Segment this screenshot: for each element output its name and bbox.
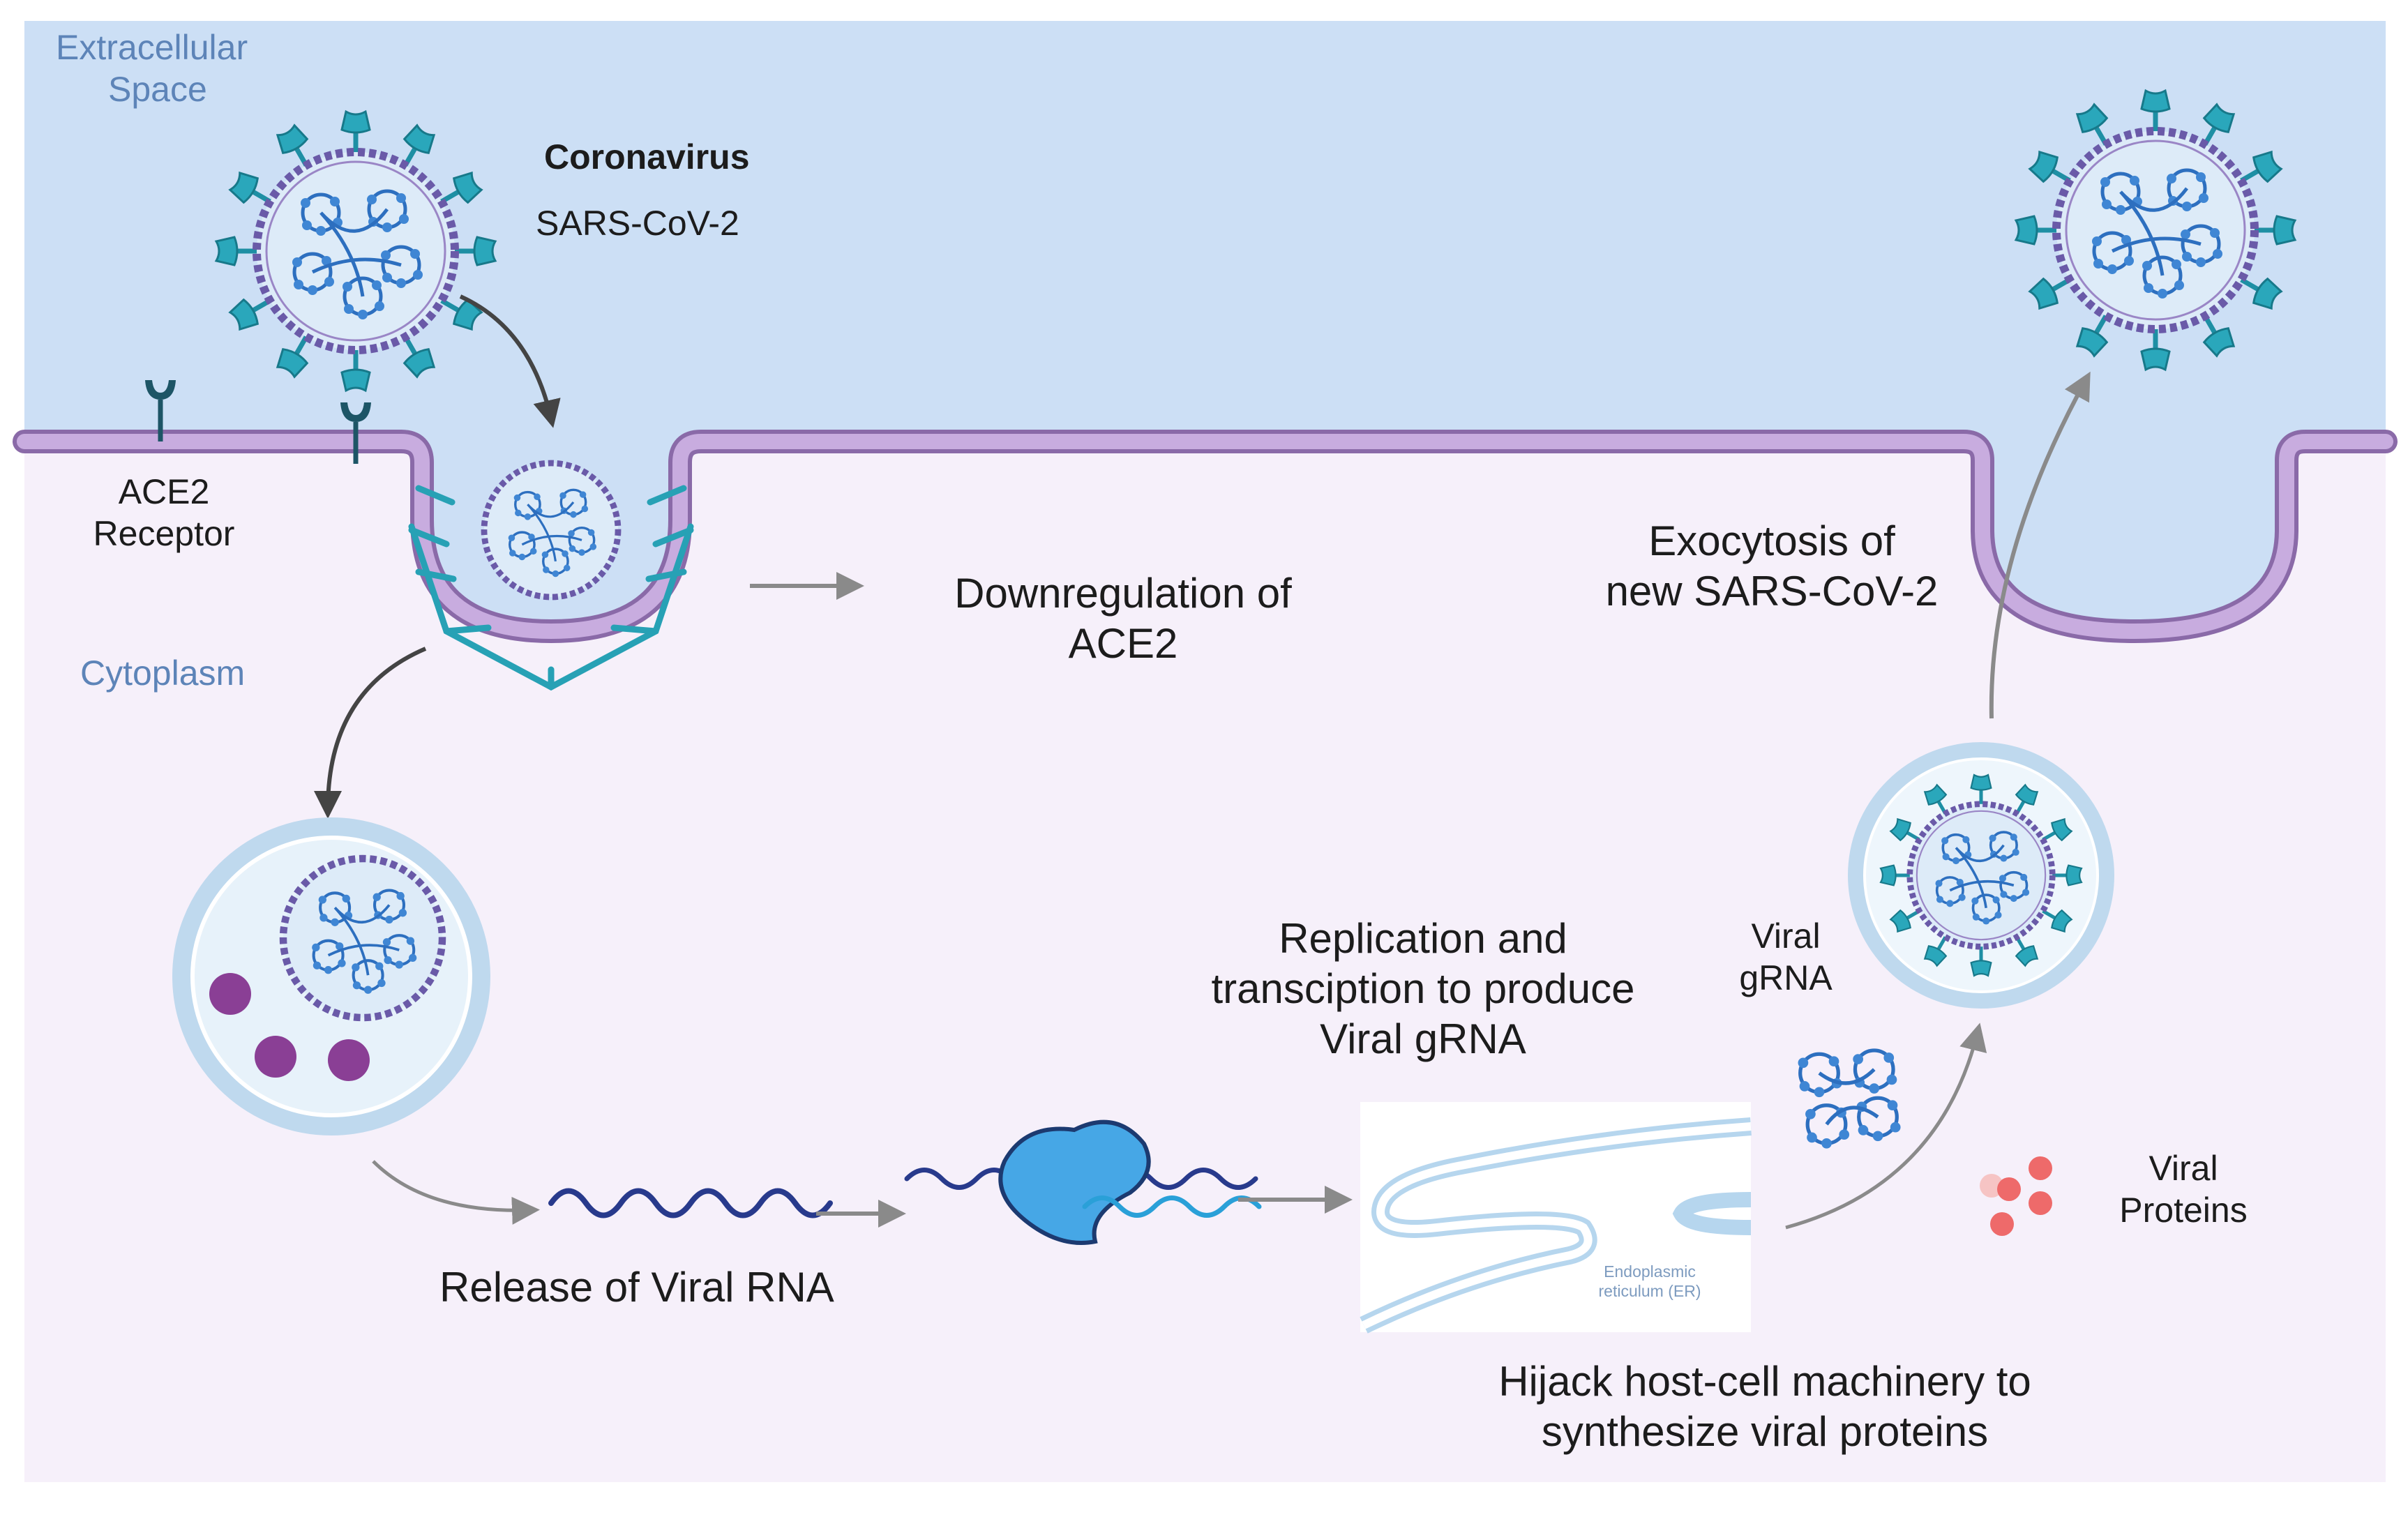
arrow-icon (459, 294, 561, 428)
extracellular-region (24, 21, 2386, 631)
er-line-1: Endoplasmic (1604, 1262, 1696, 1281)
viral-grna-line-1: Viral (1751, 916, 1821, 956)
extracellular-line-1: Extracellular (56, 28, 248, 67)
cell-membrane (13, 430, 2398, 644)
endosome-icon (172, 817, 490, 1135)
arrow-icon (372, 1160, 540, 1225)
arrow-icon (314, 647, 427, 819)
replication-line-2: transciption to produce (1211, 965, 1635, 1012)
endoplasmic-reticulum-icon (1360, 1102, 1752, 1334)
release-viral-rna-label: Release of Viral RNA (439, 1264, 834, 1311)
ace2-receptor-label: ACE2 Receptor (84, 471, 244, 554)
ace2-line-2: Receptor (93, 514, 235, 553)
replication-line-1: Replication and (1279, 915, 1567, 962)
exocytosis-line-2: new SARS-CoV-2 (1605, 568, 1939, 614)
viral-protein-icon (1980, 1156, 2052, 1236)
replication-line-3: Viral gRNA (1320, 1016, 1526, 1062)
viral-grna-label: Viral gRNA (1723, 915, 1849, 999)
hijack-label: Hijack host-cell machinery to synthesize… (1451, 1357, 2079, 1457)
viral-proteins-line-1: Viral (2149, 1149, 2218, 1188)
hijack-line-1: Hijack host-cell machinery to (1498, 1358, 2031, 1405)
hijack-line-2: synthesize viral proteins (1541, 1408, 1989, 1455)
arrow-icon (1989, 371, 2091, 719)
downregulation-line-2: ACE2 (1068, 620, 1178, 667)
extracellular-space-label: Extracellular Space (56, 27, 248, 110)
downregulation-label: Downregulation of ACE2 (907, 568, 1339, 669)
ribosome-icon (904, 1119, 1262, 1245)
viral-proteins-label: Viral Proteins (2096, 1147, 2271, 1231)
viral-proteins-line-2: Proteins (2119, 1191, 2248, 1230)
viral-grna-line-2: gRNA (1739, 958, 1833, 997)
virus-name-label: Coronavirus (544, 137, 750, 176)
clathrin-coat (408, 485, 694, 691)
er-line-2: reticulum (ER) (1598, 1281, 1701, 1300)
cytoplasm-label: Cytoplasm (80, 654, 246, 693)
replication-label: Replication and transciption to produce … (1165, 914, 1681, 1064)
exocytosis-line-1: Exocytosis of (1648, 518, 1895, 564)
rna-strand-icon (548, 1188, 833, 1218)
exocytosis-label: Exocytosis of new SARS-CoV-2 (1583, 516, 1960, 617)
downregulation-line-1: Downregulation of (954, 570, 1292, 617)
arrow-icon (1785, 1022, 1987, 1230)
coronavirus-icon (484, 463, 618, 597)
extracellular-line-2: Space (108, 70, 207, 109)
virus-strain-label: SARS-CoV-2 (536, 204, 739, 243)
virus-vesicle (1848, 742, 2114, 1009)
ace2-line-1: ACE2 (118, 472, 210, 511)
er-label: Endoplasmic reticulum (ER) (1580, 1262, 1720, 1301)
viral-grna-icon (1798, 1050, 1901, 1149)
